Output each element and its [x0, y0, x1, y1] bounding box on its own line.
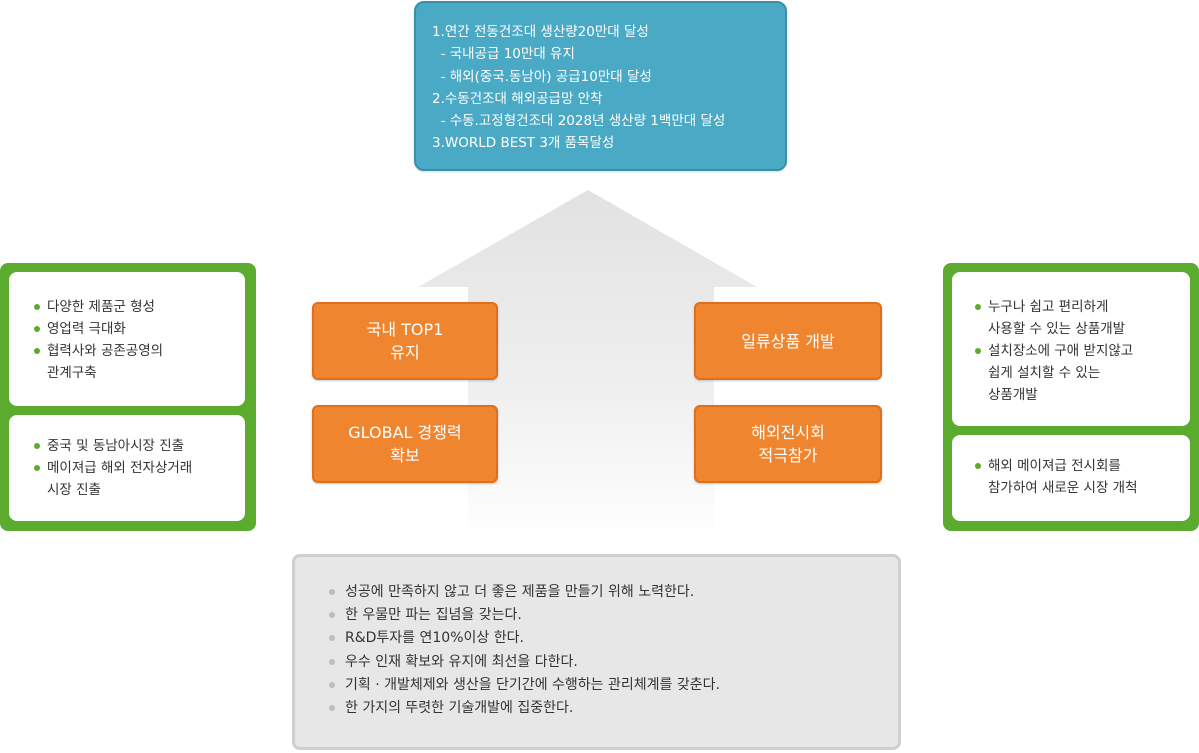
list-item: 누구나 쉽고 편리하게 사용할 수 있는 상품개발: [972, 296, 1190, 340]
list-item: 한 우물만 파는 집념을 갖는다.: [325, 604, 878, 627]
goal-line-4: 2.수동건조대 해외공급망 안착: [432, 90, 603, 107]
list-item: 중국 및 동남아시장 진출: [31, 435, 245, 457]
goal-line-2: - 국내공급 10만대 유지: [432, 46, 575, 63]
list-item: 해외 메이져급 전시회를 참가하여 새로운 시장 개척: [972, 455, 1190, 499]
right-card-2: 해외 메이져급 전시회를 참가하여 새로운 시장 개척: [952, 435, 1190, 521]
goal-box: 1.연간 전동건조대 생산량20만대 달성 - 국내공급 10만대 유지 - 해…: [414, 1, 787, 171]
strategy-text: 확보: [390, 446, 420, 465]
list-item: 다양한 제품군 형성: [31, 296, 245, 318]
goal-line-1: 1.연간 전동건조대 생산량20만대 달성: [432, 24, 649, 40]
strategy-text: 국내 TOP1: [366, 320, 444, 339]
goal-line-3: - 해외(중국.동남아) 공급10만대 달성: [432, 68, 652, 85]
list-item: 성공에 만족하지 않고 더 좋은 제품을 만들기 위해 노력한다.: [325, 581, 878, 604]
strategy-text: GLOBAL 경쟁력: [348, 423, 462, 442]
list-item: 메이져급 해외 전자상거래 시장 진출: [31, 457, 245, 501]
list-item: 우수 인재 확보와 유지에 최선을 다한다.: [325, 651, 878, 674]
strategy-overseas-exhibitions: 해외전시회 적극참가: [694, 405, 882, 483]
list-item: 설치장소에 구애 받지않고 쉽게 설치할 수 있는 상품개발: [972, 340, 1190, 406]
list-item: 협력사와 공존공영의 관계구축: [31, 340, 245, 384]
strategy-global-competitiveness: GLOBAL 경쟁력 확보: [312, 405, 498, 483]
strategy-text: 유지: [390, 343, 420, 362]
strategy-domestic-top1: 국내 TOP1 유지: [312, 302, 498, 380]
strategy-text: 해외전시회: [751, 423, 825, 442]
strategy-text: 일류상품 개발: [741, 331, 835, 351]
list-item: 한 가지의 뚜렷한 기술개발에 집중한다.: [325, 697, 878, 720]
left-card-2: 중국 및 동남아시장 진출 메이져급 해외 전자상거래 시장 진출: [9, 415, 245, 521]
right-card-1: 누구나 쉽고 편리하게 사용할 수 있는 상품개발 설치장소에 구애 받지않고 …: [952, 272, 1190, 426]
list-item: 기획 · 개발체제와 생산을 단기간에 수행하는 관리체계를 갖춘다.: [325, 674, 878, 697]
goal-line-5: - 수동.고정형건조대 2028년 생산량 1백만대 달성: [432, 113, 726, 130]
goal-line-6: 3.WORLD BEST 3개 품목달성: [432, 135, 615, 152]
list-item: R&D투자를 연10%이상 한다.: [325, 627, 878, 650]
core-values-box: 성공에 만족하지 않고 더 좋은 제품을 만들기 위해 노력한다. 한 우물만 …: [292, 554, 901, 750]
strategy-premium-product-dev: 일류상품 개발: [694, 302, 882, 380]
strategy-text: 적극참가: [758, 446, 818, 465]
left-card-1: 다양한 제품군 형성 영업력 극대화 협력사와 공존공영의 관계구축: [9, 272, 245, 406]
list-item: 영업력 극대화: [31, 318, 245, 340]
